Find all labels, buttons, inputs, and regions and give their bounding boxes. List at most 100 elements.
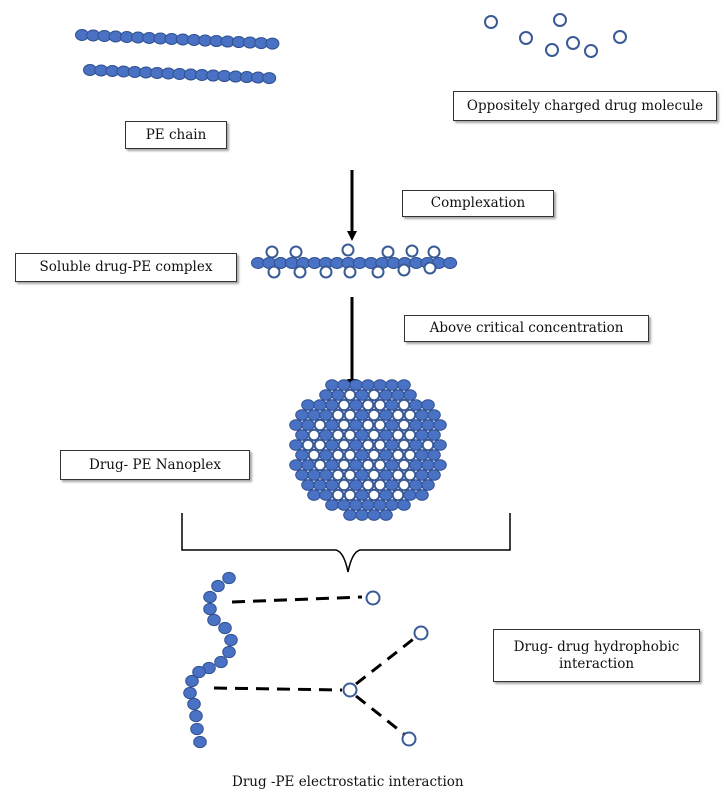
pe-bead: [325, 379, 339, 391]
drug-molecule: [267, 265, 281, 279]
pe-bead: [427, 469, 441, 481]
pe-bead: [295, 429, 309, 441]
drug-molecule: [403, 428, 417, 442]
pe-bead: [203, 590, 217, 604]
pe-bead: [361, 499, 375, 511]
drug-molecule: [553, 13, 567, 27]
pe-bead: [421, 479, 435, 491]
pe-bead: [211, 579, 225, 593]
hydrophobic-text-line1: Drug- drug hydrophobic: [513, 638, 680, 655]
nanoplex-label: Drug- PE Nanoplex: [60, 450, 250, 480]
drug-molecule: [361, 418, 375, 432]
drug-molecule: [391, 488, 405, 502]
pe-bead: [385, 379, 399, 391]
drug-molecule: [265, 245, 279, 259]
complexation-label: Complexation: [402, 190, 554, 217]
pe-bead: [193, 735, 207, 749]
pe-bead: [433, 439, 447, 451]
drug-molecule: [331, 468, 345, 482]
pe-bead: [207, 613, 221, 627]
pe-bead: [421, 419, 435, 431]
pe-bead: [433, 459, 447, 471]
pe-bead: [325, 499, 339, 511]
pe-bead: [203, 602, 217, 616]
drug-molecule: [307, 448, 321, 462]
pe-bead: [409, 419, 423, 431]
pe-bead: [367, 509, 381, 521]
drug-molecule: [343, 468, 357, 482]
drug-molecule: [371, 265, 385, 279]
pe-bead: [349, 439, 363, 451]
pe-bead: [415, 409, 429, 421]
pe-bead: [224, 633, 238, 647]
drug-molecule: [365, 590, 381, 606]
drug-molecule: [373, 478, 387, 492]
pe-bead: [295, 409, 309, 421]
pe-bead: [222, 645, 236, 659]
pe-bead: [415, 469, 429, 481]
drug-molecule: [397, 478, 411, 492]
pe-bead: [379, 389, 393, 401]
pe-bead: [385, 439, 399, 451]
drug-molecule: [584, 44, 598, 58]
drug-molecule: [367, 448, 381, 462]
pe-bead: [355, 509, 369, 521]
pe-bead: [183, 686, 197, 700]
pe-bead: [301, 479, 315, 491]
curly-brace: [181, 513, 511, 573]
pe-bead: [379, 449, 393, 461]
drug-molecule: [423, 261, 437, 275]
pe-bead: [355, 449, 369, 461]
drug-molecule: [391, 428, 405, 442]
pe-bead: [337, 379, 351, 391]
pe-bead: [355, 469, 369, 481]
drug-molecule: [367, 388, 381, 402]
drug-molecule: [373, 418, 387, 432]
drug-molecule: [545, 43, 559, 57]
pe-bead: [325, 419, 339, 431]
pe-bead: [373, 499, 387, 511]
pe-bead: [415, 429, 429, 441]
pe-bead: [397, 499, 411, 511]
pe-bead: [433, 419, 447, 431]
pe-bead: [307, 469, 321, 481]
pe-bead: [355, 429, 369, 441]
pe-bead: [337, 499, 351, 511]
pe-bead: [319, 449, 333, 461]
pe-bead: [185, 674, 199, 688]
drug-molecule: [427, 245, 441, 259]
pe-bead: [289, 439, 303, 451]
pe-bead: [385, 499, 399, 511]
drug-molecule: [397, 418, 411, 432]
pe-bead: [409, 399, 423, 411]
pe-bead: [379, 469, 393, 481]
pe-bead: [192, 665, 206, 679]
pe-bead: [421, 459, 435, 471]
drug-molecule: [397, 263, 411, 277]
pe-bead: [319, 469, 333, 481]
pe-bead: [222, 571, 236, 585]
drug-molecule: [341, 243, 355, 257]
drug-molecule: [361, 458, 375, 472]
pe-bead: [373, 379, 387, 391]
pe-bead: [289, 419, 303, 431]
pe-bead: [349, 479, 363, 491]
drug-molecule: [519, 31, 533, 45]
drug-molecule: [367, 408, 381, 422]
pe-chain-text: PE chain: [145, 126, 207, 143]
drug-molecule: [361, 438, 375, 452]
pe-bead: [349, 459, 363, 471]
pe-bead: [301, 399, 315, 411]
pe-bead: [189, 709, 203, 723]
drug-molecule: [361, 398, 375, 412]
pe-bead: [355, 409, 369, 421]
pe-bead: [301, 459, 315, 471]
drug-molecule: [367, 468, 381, 482]
drug-molecule: [343, 428, 357, 442]
hydrophobic-bond-lower: [355, 694, 405, 736]
drug-molecule: [331, 408, 345, 422]
pe-bead: [319, 389, 333, 401]
detail-brace: [181, 513, 511, 573]
drug-molecule: [397, 398, 411, 412]
